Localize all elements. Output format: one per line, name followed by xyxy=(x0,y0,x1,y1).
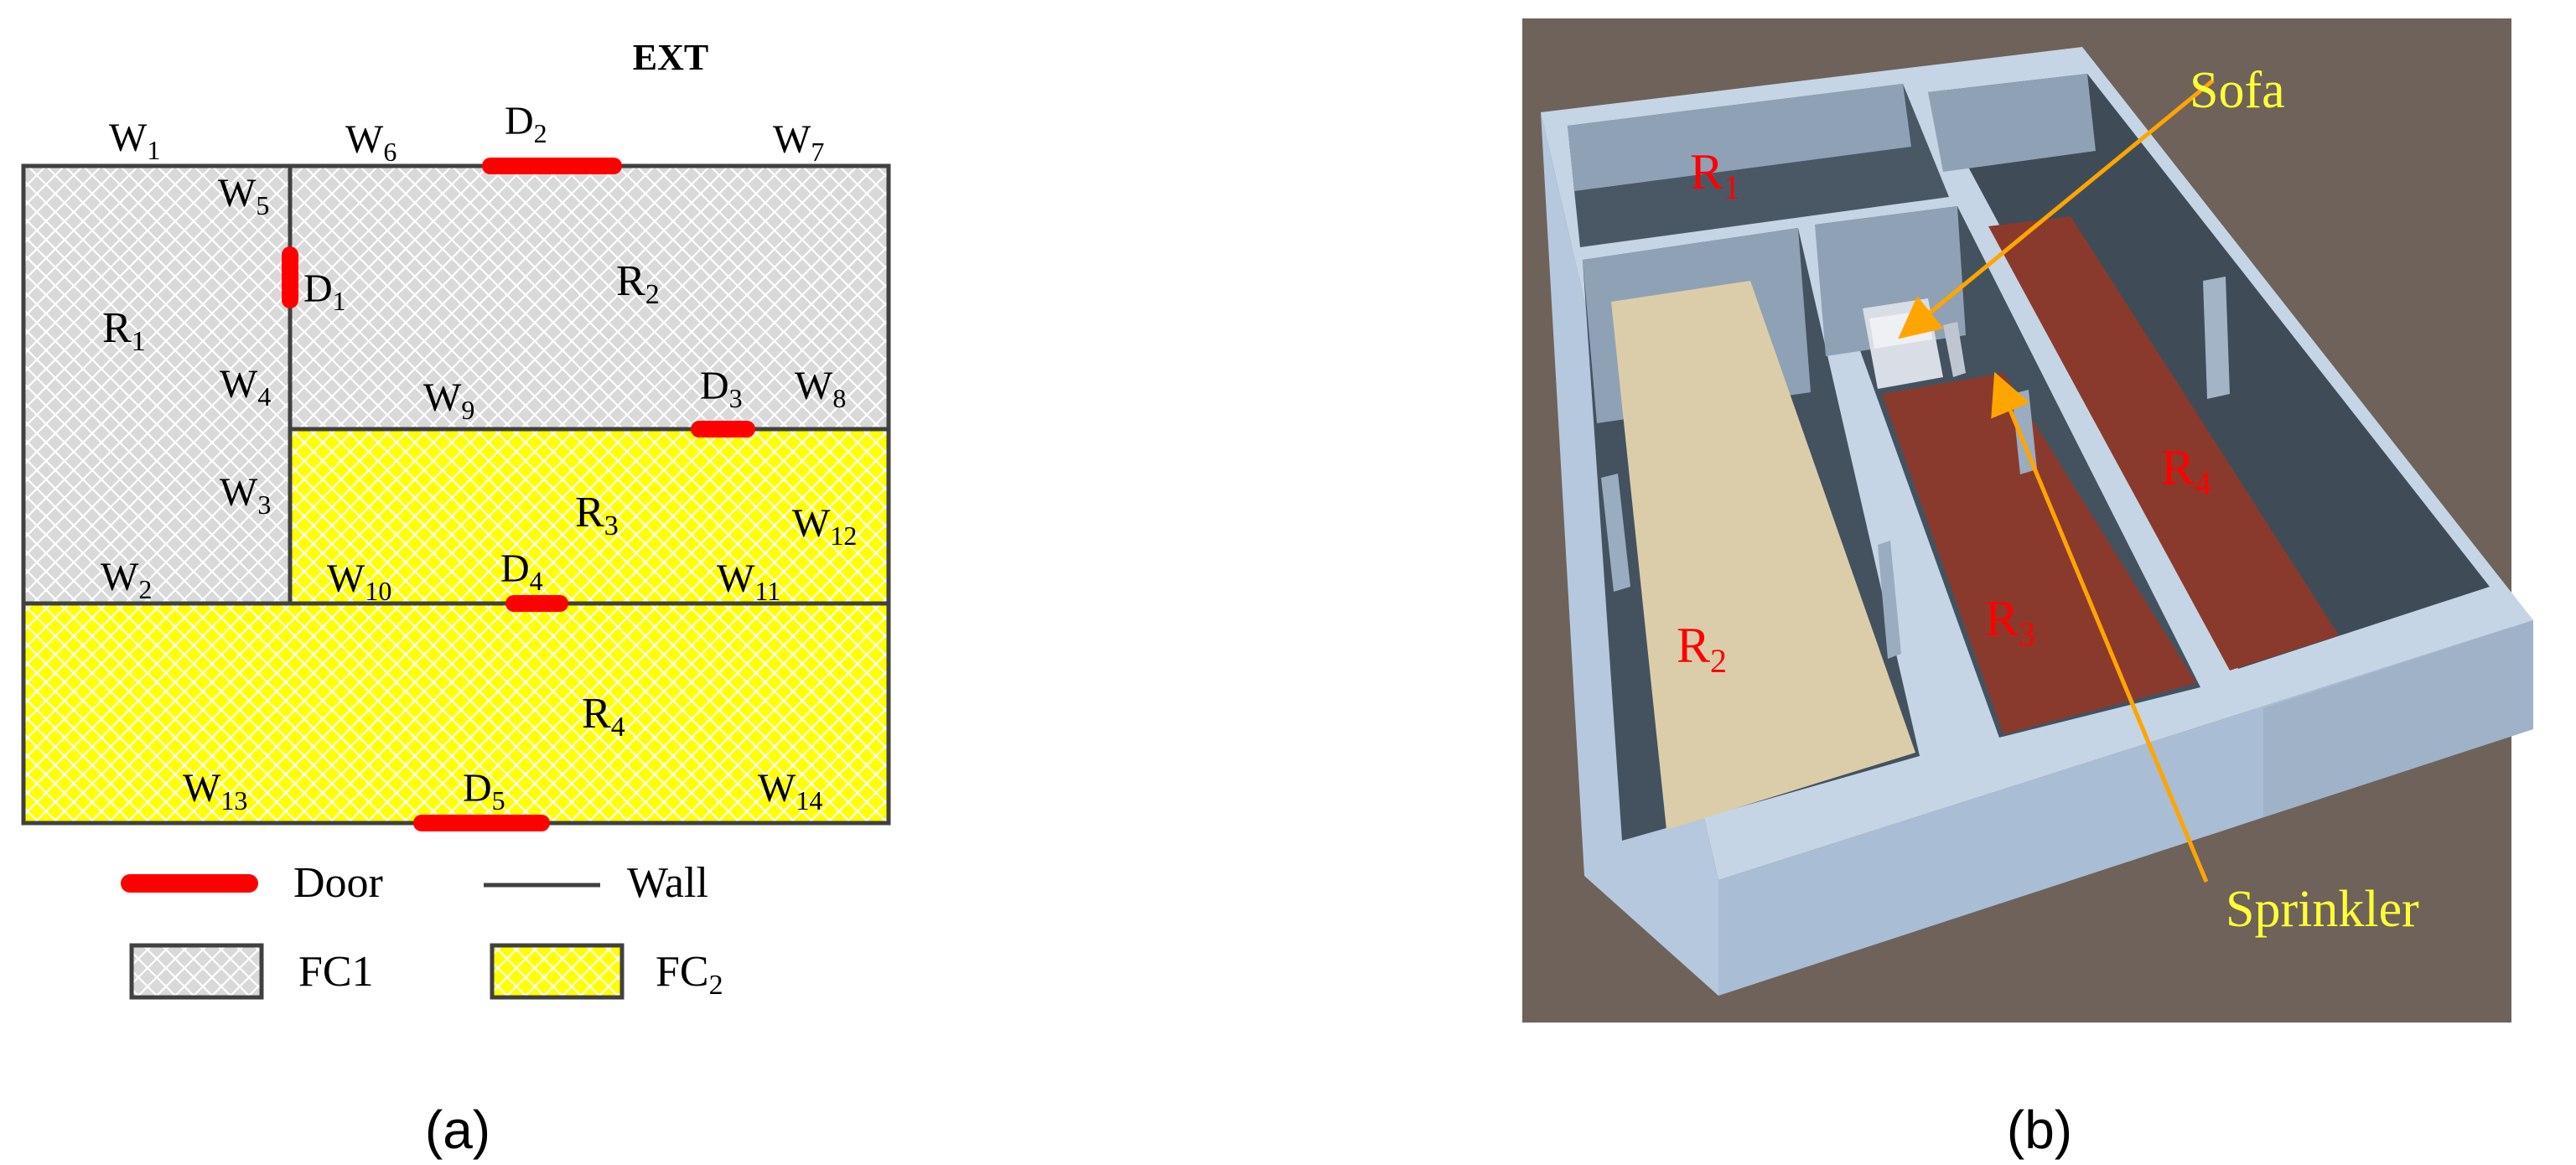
label-w4: W4 xyxy=(220,362,271,412)
label-r1: R1 xyxy=(102,304,146,357)
label-w3: W3 xyxy=(220,470,271,520)
room-r2-floor xyxy=(1611,281,1915,830)
caption-a: (a) xyxy=(425,1100,490,1160)
label-d5: D5 xyxy=(463,766,505,816)
b-label-r3: R3 xyxy=(1985,591,2035,653)
label-w8: W8 xyxy=(795,364,846,413)
doorway-r2 xyxy=(1878,541,1901,659)
label-r4: R4 xyxy=(582,690,625,743)
legend-wall-label: Wall xyxy=(627,859,708,907)
wall-labels: W1 W6 W7 W5 W4 W3 W9 W8 W12 W2 W10 W11 W… xyxy=(101,116,857,816)
label-d4: D4 xyxy=(500,546,543,596)
label-r3: R3 xyxy=(575,489,619,541)
label-w2: W2 xyxy=(101,555,152,604)
label-w11: W11 xyxy=(717,557,780,606)
label-w7: W7 xyxy=(773,117,824,167)
sofa-label: Sofa xyxy=(2190,62,2285,119)
b-label-r4: R4 xyxy=(2161,440,2211,502)
ext-label: EXT xyxy=(633,37,708,78)
panel-b-room-labels: R1 R2 R3 R4 xyxy=(1677,144,2211,680)
room-labels: R1 R2 R3 R4 xyxy=(102,257,660,743)
doorway-r4 xyxy=(2203,277,2230,399)
room-r2-fill xyxy=(290,166,889,429)
b-label-r2: R2 xyxy=(1677,618,1727,680)
doorway-left xyxy=(1601,474,1630,592)
legend: Door Wall FC1 FC2 xyxy=(121,859,723,1001)
room-r1-back-wall xyxy=(1568,84,1911,191)
b-label-r1: R1 xyxy=(1690,144,1740,206)
building-front-shade xyxy=(2263,620,2533,817)
panel-a-floor-plan: EXT W1 W6 W7 W5 W4 W3 W9 W8 W12 W2 W10 W… xyxy=(21,37,891,1160)
panel-b-3d-view: R1 R2 R3 R4 Sofa Sprinkler (b) xyxy=(1522,18,2533,1160)
legend-fc2-label: FC2 xyxy=(656,948,723,1001)
legend-fc2-swatch xyxy=(490,943,625,1000)
label-d3: D3 xyxy=(700,364,743,413)
room-r3-floor xyxy=(1882,373,2196,734)
room-r4-floor xyxy=(1988,216,2339,671)
door-labels: D2 D1 D3 D4 D5 xyxy=(303,99,743,816)
label-w9: W9 xyxy=(423,375,474,425)
label-w13: W13 xyxy=(183,766,247,816)
label-d2: D2 xyxy=(505,99,547,148)
label-w12: W12 xyxy=(792,501,857,551)
sprinkler-arrow xyxy=(1991,371,2209,883)
label-r2: R2 xyxy=(616,257,660,310)
legend-fc1-swatch xyxy=(129,943,264,1000)
room-r4-back-wall xyxy=(1928,74,2096,172)
label-d1: D1 xyxy=(303,267,346,316)
label-w5: W5 xyxy=(218,171,269,220)
label-w1: W1 xyxy=(109,116,160,165)
label-w10: W10 xyxy=(327,557,391,606)
label-w14: W14 xyxy=(758,766,822,816)
label-w6: W6 xyxy=(345,117,397,167)
doors xyxy=(282,158,755,831)
room-r1-fill xyxy=(23,166,290,603)
room-r3-fill xyxy=(290,429,889,603)
sofa-arrow xyxy=(1898,79,2215,339)
sprinkler-label: Sprinkler xyxy=(2226,881,2419,938)
room-r4-fill xyxy=(23,603,889,823)
legend-fc1-label: FC1 xyxy=(298,948,374,996)
legend-door-label: Door xyxy=(293,859,383,907)
caption-b: (b) xyxy=(2007,1100,2072,1160)
